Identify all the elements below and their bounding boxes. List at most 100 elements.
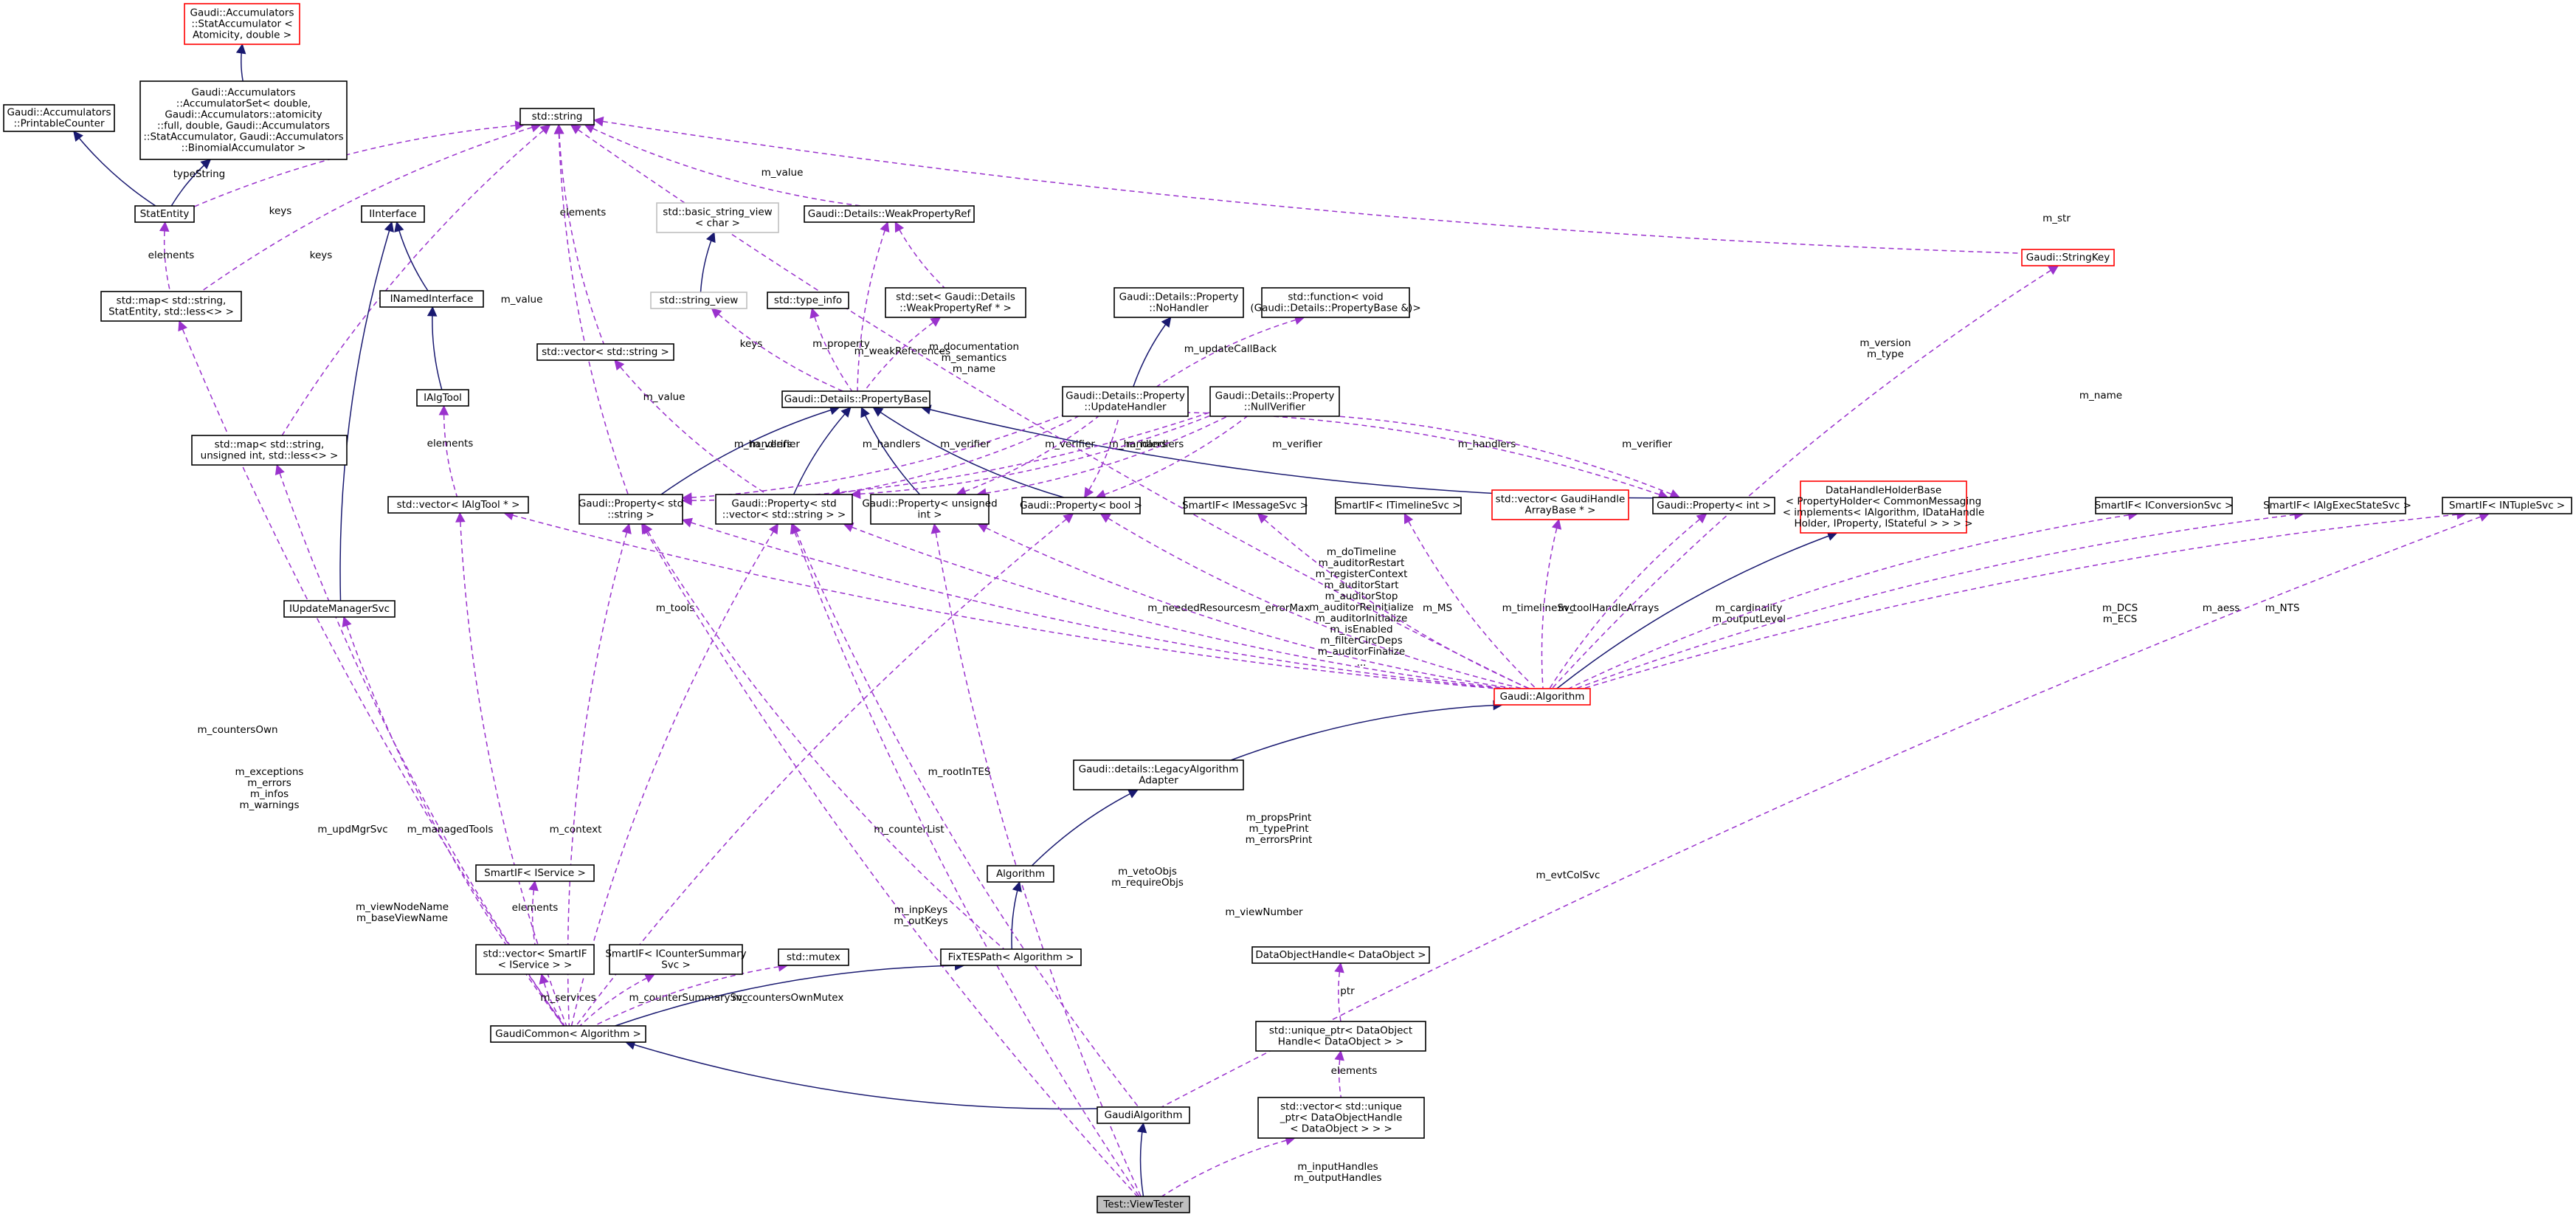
class-node-gaudi-details-propertybase[interactable]: Gaudi::Details::PropertyBase bbox=[781, 390, 930, 408]
class-node-smartif-intuplesvc[interactable]: SmartIF< INTupleSvc > bbox=[2442, 497, 2572, 514]
class-box bbox=[184, 3, 300, 45]
class-node-iupdatemanagersvc[interactable]: IUpdateManagerSvc bbox=[283, 600, 396, 618]
class-node-std-map-std-string-statentity-std-less[interactable]: std::map< std::string,StatEntity, std::l… bbox=[100, 291, 242, 322]
class-node-std-type-info[interactable]: std::type_info bbox=[767, 292, 849, 309]
class-node-ialgtool[interactable]: IAlgTool bbox=[416, 389, 469, 407]
edge-label-line: m_verifier bbox=[1622, 438, 1672, 450]
class-node-std-string[interactable]: std::string bbox=[519, 108, 595, 125]
class-name-line: ::StatAccumulator < bbox=[191, 18, 292, 30]
usage-edge-n46-to-n47: ptr bbox=[1334, 962, 1355, 1022]
class-node-datahandleholderbase-propertyholder-commonmessaging-implemen[interactable]: DataHandleHolderBase< PropertyHolder< Co… bbox=[1783, 480, 1985, 534]
edge-label: m_handlers bbox=[734, 438, 793, 450]
class-node-smartif-imessagesvc[interactable]: SmartIF< IMessageSvc > bbox=[1182, 497, 1308, 514]
class-name-line: ::UpdateHandler bbox=[1084, 402, 1167, 413]
usage-edge-n5-to-n45: m_countersOwn bbox=[178, 320, 564, 1027]
class-node-gaudi-accumulators-printablecounter[interactable]: Gaudi::Accumulators::PrintableCounter bbox=[3, 104, 115, 132]
class-node-algorithm[interactable]: Algorithm bbox=[987, 865, 1054, 883]
class-name-line: < char > bbox=[695, 218, 740, 230]
class-name-line: std::vector< IAlgTool * > bbox=[397, 499, 520, 511]
class-name-line: std::string bbox=[532, 111, 583, 123]
class-node-std-vector-smartif-iservice[interactable]: std::vector< SmartIF< IService > > bbox=[475, 944, 595, 975]
class-node-gaudi-details-property-updatehandler[interactable]: Gaudi::Details::Property::UpdateHandler bbox=[1062, 386, 1189, 417]
class-node-smartif-iconversionsvc[interactable]: SmartIF< IConversionSvc > bbox=[2095, 497, 2233, 514]
edge-label-line: m_value bbox=[501, 294, 543, 306]
edge-label-line: elements bbox=[1331, 1065, 1378, 1077]
class-node-gaudi-property-int[interactable]: Gaudi::Property< int > bbox=[1652, 497, 1775, 514]
class-node-gaudi-details-property-nullverifier[interactable]: Gaudi::Details::Property::NullVerifier bbox=[1209, 386, 1340, 417]
class-node-iinterface[interactable]: IInterface bbox=[361, 205, 425, 223]
class-name-line: ::StatAccumulator, Gaudi::Accumulators bbox=[143, 131, 343, 143]
inheritance-edge-n13-to-n14 bbox=[700, 231, 716, 293]
class-node-smartif-ialgexecstatesvc[interactable]: SmartIF< IAlgExecStateSvc > bbox=[2263, 497, 2411, 514]
edge-label-line: m_aess bbox=[2203, 602, 2240, 614]
edge-label: keys bbox=[740, 338, 763, 350]
edge-label: m_handlers bbox=[1126, 438, 1184, 450]
class-node-gaudialgorithm[interactable]: GaudiAlgorithm bbox=[1097, 1106, 1190, 1124]
class-node-inamedinterface[interactable]: INamedInterface bbox=[379, 290, 484, 308]
class-node-gaudi-details-property-nohandler[interactable]: Gaudi::Details::Property::NoHandler bbox=[1113, 287, 1244, 318]
edge-label-line: elements bbox=[148, 249, 195, 261]
edge-label: m_countersOwn bbox=[197, 724, 277, 736]
edge-label-line: m_updateCallBack bbox=[1184, 343, 1277, 355]
class-name-line: Gaudi::Accumulators bbox=[192, 87, 296, 99]
class-node-std-mutex[interactable]: std::mutex bbox=[778, 948, 849, 966]
edge-label-line: ptr bbox=[1340, 985, 1355, 997]
class-node-smartif-itimelinesvc[interactable]: SmartIF< ITimelineSvc > bbox=[1335, 497, 1462, 514]
usage-edge-n27-to-n50: m_viewNumber bbox=[930, 523, 1303, 1197]
class-node-gaudi-property-std-vector-std-string[interactable]: Gaudi::Property< std::vector< std::strin… bbox=[715, 494, 853, 525]
edge-label-line: m_outputHandles bbox=[1294, 1172, 1381, 1184]
class-node-std-vector-ialgtool[interactable]: std::vector< IAlgTool * > bbox=[387, 496, 529, 514]
class-node-std-function-void-gaudi-details-propertybase[interactable]: std::function< void(Gaudi::Details::Prop… bbox=[1250, 287, 1421, 318]
class-node-std-set-gaudi-details-weakpropertyref[interactable]: std::set< Gaudi::Details::WeakPropertyRe… bbox=[885, 287, 1026, 318]
usage-edge-n6-to-n16: m_value bbox=[584, 124, 862, 207]
class-node-std-basic-string-view-char[interactable]: std::basic_string_view< char > bbox=[656, 202, 779, 233]
edge-label: m_neededResources bbox=[1147, 602, 1250, 614]
arrowhead bbox=[768, 523, 778, 535]
edge-label-line: m_rootInTES bbox=[928, 766, 991, 778]
class-node-gaudi-accumulators-accumulatorset-double-gaudi-accumulators-[interactable]: Gaudi::Accumulators::AccumulatorSet< dou… bbox=[139, 80, 348, 160]
class-node-std-string-view[interactable]: std::string_view bbox=[650, 292, 747, 309]
class-node-std-vector-std-string[interactable]: std::vector< std::string > bbox=[536, 343, 674, 361]
arrowhead bbox=[1551, 518, 1562, 530]
class-node-dataobjecthandle-dataobject[interactable]: DataObjectHandle< DataObject > bbox=[1251, 946, 1430, 964]
class-node-gaudi-property-std-string[interactable]: Gaudi::Property< std::string > bbox=[579, 494, 683, 525]
class-node-gaudi-property-bool[interactable]: Gaudi::Property< bool > bbox=[1020, 497, 1142, 514]
class-name-line: Svc > bbox=[661, 959, 691, 971]
edge-label-line: m_MS bbox=[1423, 602, 1452, 614]
class-node-test-viewtester[interactable]: Test::ViewTester bbox=[1097, 1196, 1190, 1213]
class-node-gaudi-accumulators-stataccumulator-atomicity-double[interactable]: Gaudi::Accumulators::StatAccumulator <At… bbox=[184, 3, 300, 45]
edge-label: m_verifier bbox=[1622, 438, 1672, 450]
edge-label-line: m_weakReferences bbox=[854, 345, 950, 357]
arrowhead bbox=[894, 221, 905, 233]
edge-label-line: m_errors bbox=[247, 777, 291, 789]
edge-label: elements bbox=[427, 438, 474, 449]
class-node-gaudi-stringkey[interactable]: Gaudi::StringKey bbox=[2021, 249, 2115, 266]
class-node-gaudicommon-algorithm[interactable]: GaudiCommon< Algorithm > bbox=[490, 1025, 646, 1043]
edge-label: m_verifier bbox=[1272, 438, 1322, 450]
class-name-line: Holder, IProperty, IStateful > > > > bbox=[1794, 518, 1972, 530]
class-node-std-vector-std-unique-ptr-dataobjecthandle-dataobject[interactable]: std::vector< std::unique_ptr< DataObject… bbox=[1257, 1097, 1425, 1139]
edge-label: m_handlers bbox=[1458, 438, 1516, 450]
class-node-statentity[interactable]: StatEntity bbox=[134, 205, 195, 223]
class-node-std-unique-ptr-dataobject-handle-dataobject[interactable]: std::unique_ptr< DataObjectHandle< DataO… bbox=[1255, 1021, 1426, 1052]
class-node-std-map-std-string-unsigned-int-std-less[interactable]: std::map< std::string,unsigned int, std:… bbox=[191, 435, 348, 466]
class-node-fixtespath-algorithm[interactable]: FixTESPath< Algorithm > bbox=[940, 948, 1082, 966]
class-node-gaudi-algorithm[interactable]: Gaudi::Algorithm bbox=[1494, 688, 1591, 706]
edge-label-line: m_exceptions bbox=[235, 766, 304, 778]
class-box bbox=[1209, 386, 1340, 417]
class-name-line: Gaudi::Property< int > bbox=[1657, 500, 1771, 511]
inheritance-edge-n49-to-n50 bbox=[1136, 1122, 1147, 1197]
class-node-smartif-iservice[interactable]: SmartIF< IService > bbox=[475, 864, 595, 882]
usage-edge-n35-to-n37: m_aess bbox=[1575, 509, 2304, 689]
class-node-gaudi-details-weakpropertyref[interactable]: Gaudi::Details::WeakPropertyRef bbox=[804, 205, 975, 223]
class-box bbox=[2095, 497, 2233, 514]
